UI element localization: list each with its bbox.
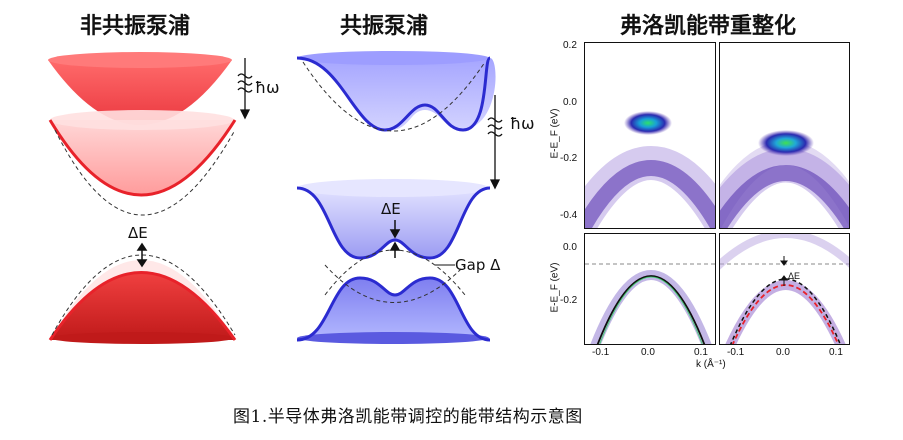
conduction-band bbox=[296, 179, 491, 260]
x-axis-label: k (Å⁻¹) bbox=[696, 359, 726, 370]
gap-arrow bbox=[136, 242, 148, 268]
y-tick: -0.2 bbox=[560, 295, 578, 306]
delta-e-arrow bbox=[389, 220, 401, 258]
gap-delta-label: Gap Δ bbox=[455, 256, 501, 274]
y-tick: -0.4 bbox=[560, 210, 578, 221]
x-tick: 0.0 bbox=[641, 347, 655, 358]
y-tick: 0.2 bbox=[563, 40, 577, 51]
x-tick: 0.0 bbox=[776, 347, 790, 358]
valence-band bbox=[296, 276, 491, 344]
figure-caption: 图1.半导体弗洛凯能带调控的能带结构示意图 bbox=[233, 407, 583, 427]
y-tick: 0.0 bbox=[563, 97, 577, 108]
y-axis-label-lower: E-E_F (eV) bbox=[549, 262, 561, 313]
delta-e-label: ΔE bbox=[381, 200, 401, 218]
arpes-upper-right bbox=[719, 42, 850, 229]
x-tick: 0.1 bbox=[829, 347, 843, 358]
replica-conduction-band bbox=[48, 52, 232, 125]
non-resonant-diagram bbox=[48, 52, 253, 344]
conduction-band bbox=[48, 110, 237, 216]
arpes-lower-left bbox=[584, 233, 716, 345]
replica-band bbox=[296, 51, 496, 132]
floquet-title: 弗洛凯能带重整化 bbox=[620, 14, 797, 39]
photon-label: ħω bbox=[510, 114, 535, 133]
dashed-band-lower bbox=[324, 264, 466, 303]
resonant-title: 共振泵浦 bbox=[340, 14, 429, 39]
resonant-diagram bbox=[296, 51, 503, 344]
inset-delta-e-label: ΔE bbox=[788, 271, 801, 281]
y-tick: -0.2 bbox=[560, 153, 578, 164]
arpes-upper-left bbox=[584, 42, 716, 229]
valence-band bbox=[48, 254, 237, 344]
x-tick: -0.1 bbox=[727, 347, 745, 358]
photon-arrow bbox=[487, 95, 503, 190]
photon-arrow bbox=[237, 58, 253, 120]
x-tick: 0.1 bbox=[694, 347, 708, 358]
x-tick: -0.1 bbox=[592, 347, 610, 358]
gap-label: ΔE bbox=[128, 224, 148, 242]
y-tick: 0.0 bbox=[563, 242, 577, 253]
non-resonant-title: 非共振泵浦 bbox=[80, 14, 191, 39]
photon-label: ħω bbox=[255, 78, 280, 97]
y-axis-label-upper: E-E_F (eV) bbox=[549, 108, 561, 159]
arpes-lower-right bbox=[719, 233, 850, 345]
